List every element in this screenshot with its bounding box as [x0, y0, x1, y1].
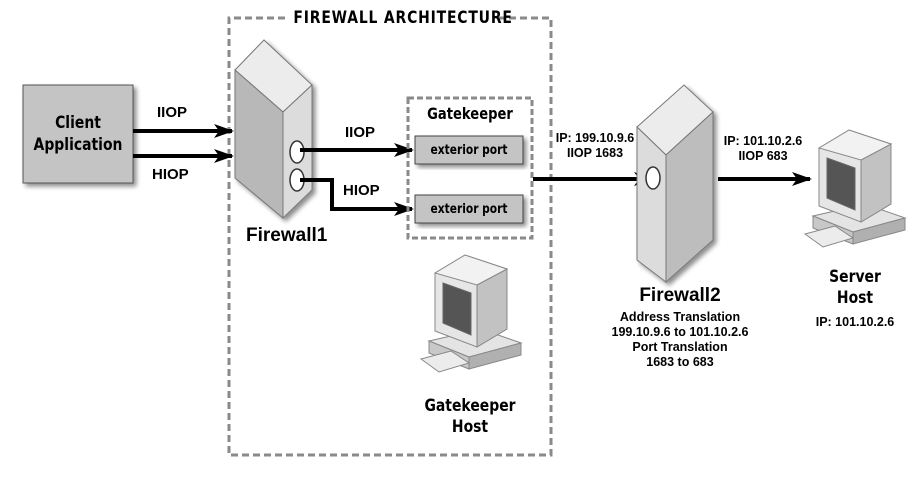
- server-host-label: Server Host: [806, 267, 904, 309]
- gatekeeper-host-computer-icon: [419, 254, 523, 373]
- firewall1-hiop-label: HIOP: [343, 182, 380, 199]
- server-host-computer-icon: [803, 129, 907, 248]
- exterior-port-label-2: exterior port: [430, 201, 508, 217]
- client-hiop-label: HIOP: [152, 166, 189, 183]
- server-link-ip: IP: 101.10.2.6: [723, 134, 803, 148]
- gatekeeper-host-label: Gatekeeper Host: [417, 396, 524, 438]
- firewall2-link-label: IP: 199.10.9.6 IIOP 1683: [550, 131, 640, 161]
- exterior-port-box-2[interactable]: [414, 194, 524, 224]
- firewall2-tower-icon: [636, 84, 714, 284]
- server-link-label: IP: 101.10.2.6 IIOP 683: [718, 134, 808, 164]
- server-link-port: IIOP 683: [738, 149, 788, 163]
- firewall2-link-ip: IP: 199.10.9.6: [555, 131, 635, 145]
- gatekeeper-host-line1: Gatekeeper: [424, 396, 516, 416]
- client-application-box[interactable]: [22, 84, 134, 184]
- firewall2-port: [645, 166, 661, 190]
- firewall2-note-address-translation: Address Translation: [619, 310, 741, 324]
- server-host-line1: Server: [829, 267, 881, 287]
- firewall2-label: Firewall2: [639, 285, 721, 306]
- server-host-ip: IP: 101.10.2.6: [815, 315, 895, 329]
- client-label-line2: Application: [33, 135, 123, 155]
- diagram-title: FIREWALL ARCHITECTURE: [293, 8, 513, 28]
- gatekeeper-host-line2: Host: [451, 417, 489, 437]
- firewall1-label: Firewall1: [246, 225, 328, 246]
- firewall1-iiop-label: IIOP: [345, 124, 376, 141]
- firewall2-note-port-mapping: 1683 to 683: [646, 355, 714, 369]
- client-iiop-label: IIOP: [157, 104, 188, 121]
- client-label-line1: Client: [55, 113, 101, 133]
- firewall-architecture-frame: [227, 16, 553, 457]
- firewall2-notes: Address Translation 199.10.9.6 to 101.10…: [585, 310, 775, 370]
- client-application-label: Client Application: [33, 85, 123, 183]
- gatekeeper-frame: [406, 96, 534, 240]
- firewall2-note-address-mapping: 199.10.9.6 to 101.10.2.6: [611, 325, 749, 339]
- exterior-port-label-1: exterior port: [430, 142, 508, 158]
- firewall1-hiop-arrow: [300, 178, 414, 216]
- firewall1-tower-icon: [234, 39, 313, 220]
- firewall2-link-port: IIOP 1683: [566, 146, 624, 160]
- exterior-port-box-1[interactable]: [414, 135, 524, 165]
- gatekeeper-label: Gatekeeper: [427, 104, 513, 123]
- firewall2-note-port-translation: Port Translation: [632, 340, 728, 354]
- server-host-line2: Host: [836, 288, 874, 308]
